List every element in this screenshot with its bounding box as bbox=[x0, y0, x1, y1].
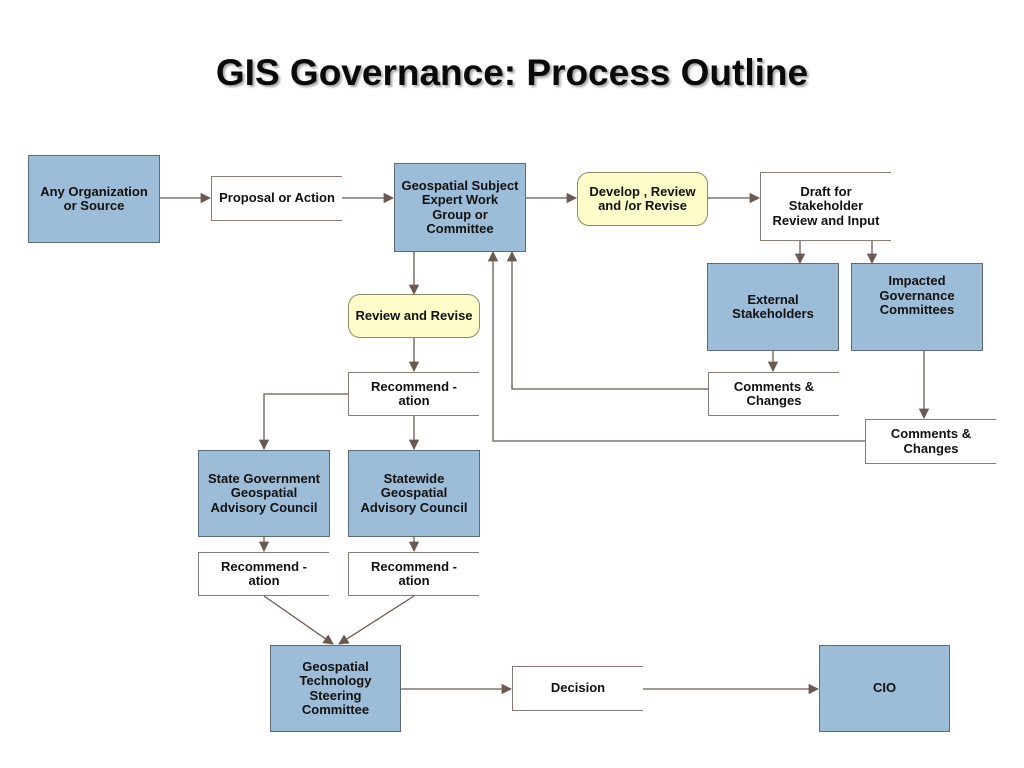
node-comments-impacted: Comments & Changes bbox=[865, 419, 996, 464]
page-title: GIS Governance: Process Outline bbox=[215, 52, 809, 93]
node-review-and-revise: Review and Revise bbox=[348, 294, 480, 338]
node-statewide-council: Statewide Geospatial Advisory Council bbox=[348, 450, 480, 537]
node-cio: CIO bbox=[819, 645, 950, 732]
node-recommendation-state: Recommend - ation bbox=[198, 552, 329, 596]
node-external-stakeholders: External Stakeholders bbox=[707, 263, 839, 351]
node-draft: Draft for Stakeholder Review and Input bbox=[760, 172, 891, 241]
node-work-group: Geospatial Subject Expert Work Group or … bbox=[394, 163, 526, 252]
node-recommendation-statewide: Recommend - ation bbox=[348, 552, 479, 596]
node-develop-review-revise: Develop , Review and /or Revise bbox=[577, 172, 708, 226]
node-state-government-council: State Government Geospatial Advisory Cou… bbox=[198, 450, 330, 537]
node-recommendation-main: Recommend - ation bbox=[348, 372, 479, 416]
arrow-statewide-recommend-to-steering bbox=[338, 595, 415, 645]
arrow-comments-to-work-group bbox=[506, 250, 708, 390]
node-any-organization: Any Organization or Source bbox=[28, 155, 160, 243]
node-comments-external: Comments & Changes bbox=[708, 372, 839, 416]
node-impacted-committees: Impacted Governance Committees bbox=[851, 263, 983, 351]
node-decision: Decision bbox=[512, 666, 643, 711]
node-proposal: Proposal or Action bbox=[211, 176, 342, 221]
arrow-recommend-to-state-council bbox=[258, 393, 348, 451]
node-steering-committee: Geospatial Technology Steering Committee bbox=[270, 645, 401, 732]
arrow-impacted-comments-to-work-group bbox=[487, 250, 865, 442]
arrow-state-recommend-to-steering bbox=[263, 595, 334, 645]
